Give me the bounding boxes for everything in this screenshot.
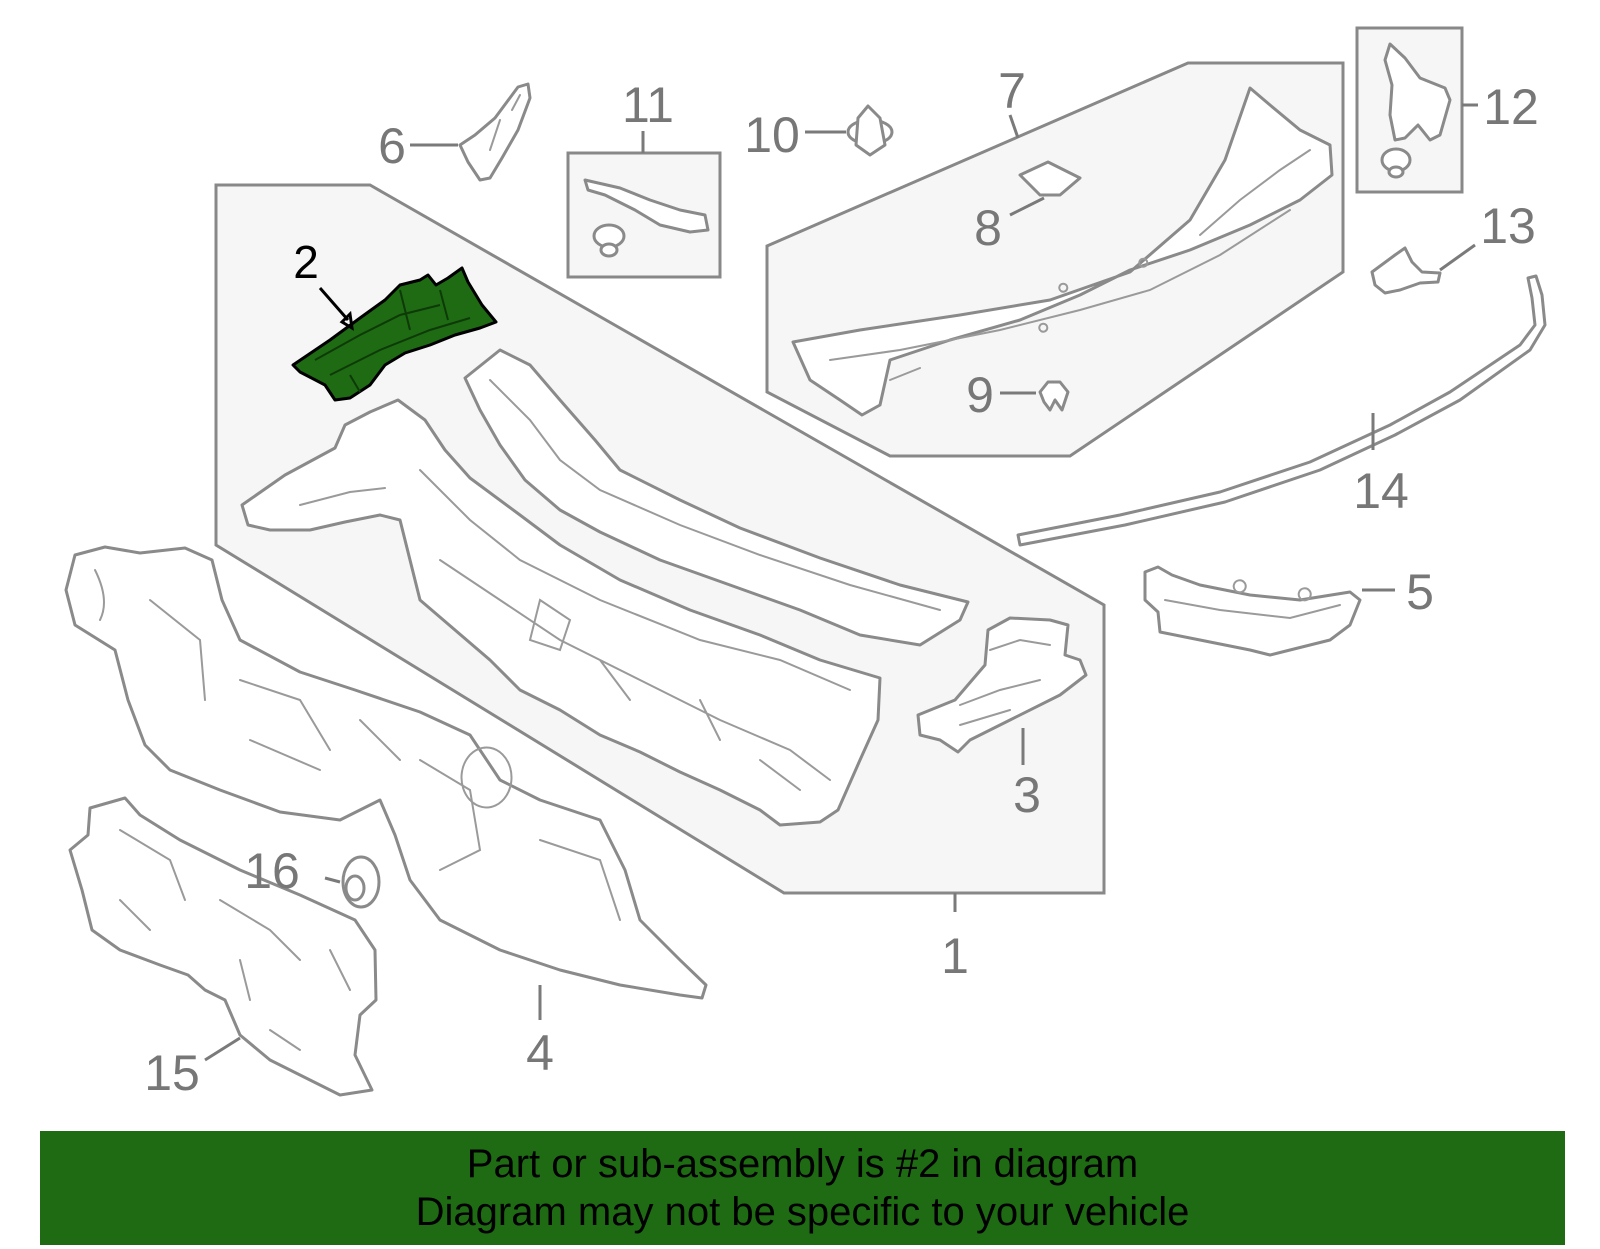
callout-11: 11	[622, 77, 674, 133]
part-3-side-bracket[interactable]	[916, 616, 1088, 754]
part-16-grommet[interactable]	[341, 855, 381, 909]
callout-4: 4	[526, 1025, 554, 1081]
leader-15	[204, 1036, 241, 1062]
group-box-7	[765, 61, 1345, 458]
callout-5: 5	[1406, 564, 1434, 620]
callout-2: 2	[293, 236, 319, 288]
part-4-dash-panel[interactable]	[64, 545, 708, 1000]
leader-13	[1439, 243, 1476, 272]
part-10-clip[interactable]	[846, 104, 894, 157]
part-5-side-extension[interactable]	[1143, 565, 1362, 657]
callout-16: 16	[244, 843, 300, 899]
part-9-clip[interactable]	[1038, 380, 1070, 412]
part-11-bracket-and-clip[interactable]	[583, 178, 710, 258]
callout-12: 12	[1483, 79, 1539, 135]
callout-7: 7	[998, 63, 1026, 119]
leader-16	[324, 876, 341, 884]
part-14-weatherstrip[interactable]	[1016, 274, 1547, 547]
banner-line-disclaimer: Diagram may not be specific to your vehi…	[415, 1190, 1190, 1234]
callout-10: 10	[744, 107, 800, 163]
callout-8: 8	[974, 200, 1002, 256]
callout-9: 9	[966, 367, 994, 423]
part-2-cowl-side-bracket-highlighted[interactable]	[291, 266, 498, 402]
part-13-bracket[interactable]	[1370, 246, 1442, 295]
part-7-cowl-vent-panel[interactable]	[791, 86, 1334, 417]
leader-7	[1008, 114, 1020, 139]
part-15-dash-insulator[interactable]	[68, 796, 378, 1097]
callout-13: 13	[1480, 198, 1536, 254]
part-1-cowl-panel[interactable]	[240, 398, 882, 827]
part-8-seal[interactable]	[1018, 160, 1082, 197]
callout-15: 15	[144, 1045, 200, 1101]
callout-1: 1	[941, 928, 969, 984]
arrow-2	[339, 310, 354, 331]
callout-6: 6	[378, 118, 406, 174]
banner-line-part-number: Part or sub-assembly is #2 in diagram	[466, 1142, 1139, 1186]
part-1-cowl-upper-rail[interactable]	[463, 348, 970, 647]
part-12-bracket-and-clip[interactable]	[1380, 42, 1452, 179]
part-info-banner: Part or sub-assembly is #2 in diagram Di…	[40, 1131, 1565, 1245]
part-6-bracket[interactable]	[458, 82, 532, 182]
callout-14: 14	[1353, 463, 1409, 519]
leader-8	[1009, 196, 1045, 217]
leader-2	[318, 287, 350, 321]
callout-3: 3	[1013, 767, 1041, 823]
